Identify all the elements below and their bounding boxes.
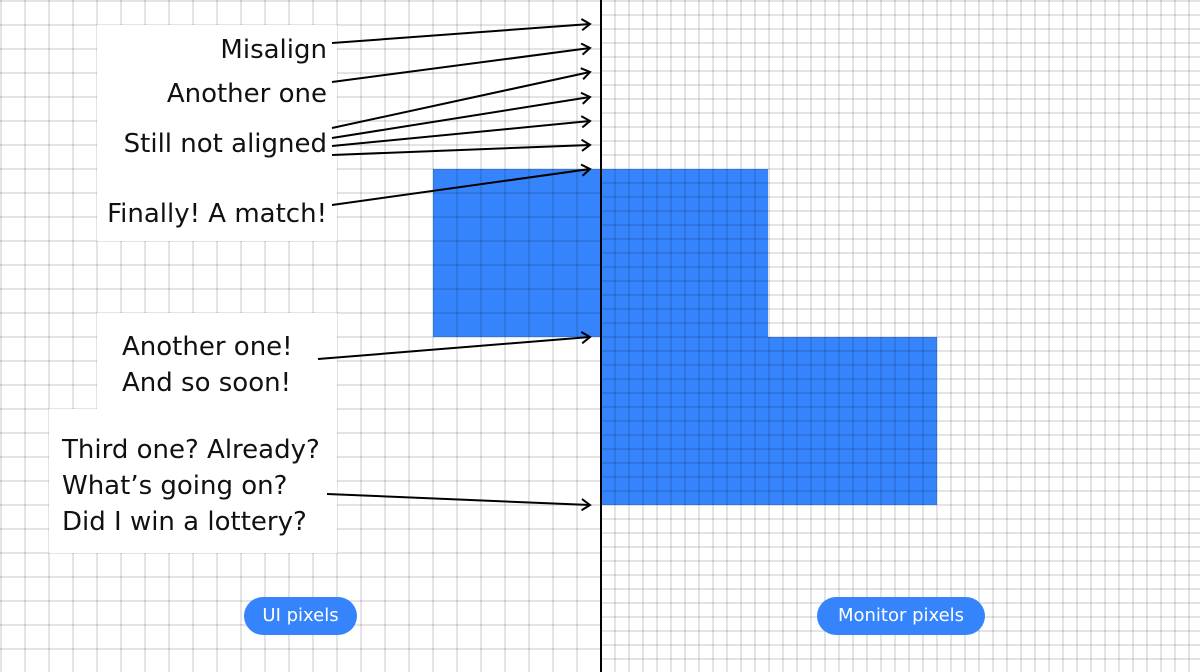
arrow-shaft xyxy=(331,47,591,83)
arrow xyxy=(331,91,592,139)
ui-pixels-badge: UI pixels xyxy=(244,597,357,635)
arrow xyxy=(331,42,592,83)
text-line: Did I win a lottery? xyxy=(62,507,307,537)
label-another-one: Another one xyxy=(166,79,327,109)
arrow-shaft xyxy=(331,168,591,206)
arrow-head-icon xyxy=(580,163,592,177)
arrow xyxy=(331,115,592,147)
monitor-pixel-block xyxy=(601,169,937,505)
arrow-head-icon xyxy=(580,42,592,56)
text-line: What’s going on? xyxy=(62,471,288,501)
arrow xyxy=(331,163,592,206)
arrow xyxy=(331,18,592,44)
arrow xyxy=(317,331,592,360)
arrow-head-icon xyxy=(580,498,592,512)
label-box-middle xyxy=(97,313,337,410)
arrow-head-icon xyxy=(580,67,592,80)
label-finally-match: Finally! A match! xyxy=(107,199,327,229)
arrow-shaft xyxy=(331,71,591,129)
arrow-shaft xyxy=(331,23,591,44)
arrow-head-icon xyxy=(580,18,592,32)
ui-pixel-block xyxy=(433,169,601,337)
text-line: Another one! xyxy=(122,332,293,362)
label-another-one-soon: Another one! And so soon! xyxy=(122,329,293,401)
text-line: And so soon! xyxy=(122,368,292,398)
arrow-head-icon xyxy=(580,331,592,345)
arrow xyxy=(326,493,592,512)
arrow-shaft xyxy=(331,96,591,139)
arrow xyxy=(331,67,592,129)
arrow-shaft xyxy=(326,493,591,506)
label-box-bottom xyxy=(49,409,337,553)
arrow-shaft xyxy=(331,144,591,156)
arrow xyxy=(331,138,592,156)
text-line: Third one? Already? xyxy=(62,435,320,465)
arrow-shaft xyxy=(317,336,591,360)
label-third-one: Third one? Already? What’s going on? Did… xyxy=(62,432,320,540)
arrow-shaft xyxy=(331,120,591,147)
arrow-head-icon xyxy=(580,91,592,105)
arrow-head-icon xyxy=(580,115,592,129)
arrow-head-icon xyxy=(581,138,592,152)
label-box-top xyxy=(97,25,337,241)
label-misalign: Misalign xyxy=(220,35,327,65)
label-still-not-aligned: Still not aligned xyxy=(123,129,327,159)
monitor-pixels-badge: Monitor pixels xyxy=(817,597,985,635)
